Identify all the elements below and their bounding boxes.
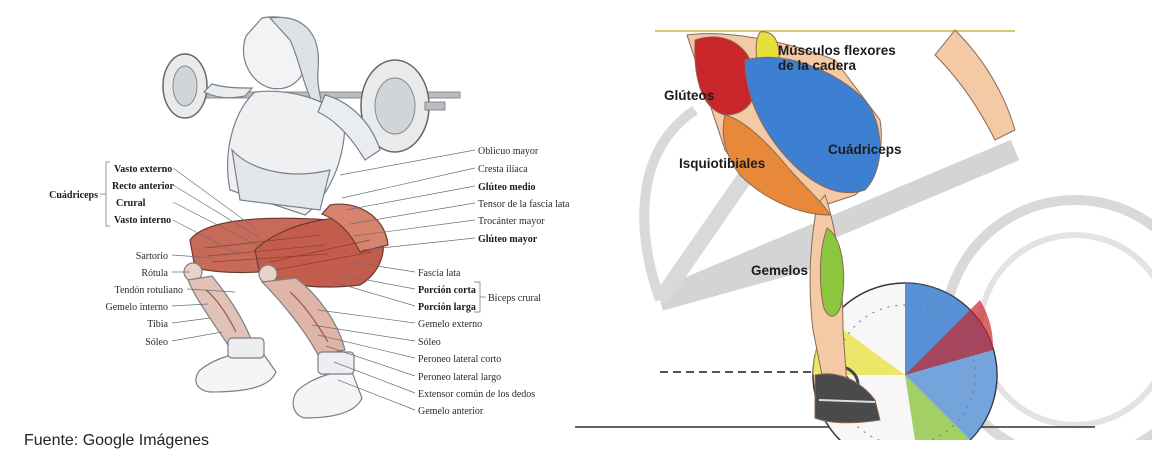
label-vasto-externo: Vasto externo [114, 164, 172, 175]
label-soleo-right: Sóleo [418, 337, 441, 348]
label-gluteo-mayor: Glúteo mayor [478, 234, 538, 245]
label-oblicuo-mayor: Oblicuo mayor [478, 146, 539, 157]
label-porcion-corta: Porción corta [418, 285, 476, 296]
source-caption: Fuente: Google Imágenes [24, 432, 210, 449]
label-rotula: Rótula [141, 268, 168, 279]
cyclist-leg [686, 29, 1016, 424]
label-flexores-line2: de la cadera [778, 58, 857, 73]
label-fascia-lata: Fascia lata [418, 268, 461, 279]
label-cuadriceps-group: Cuádriceps [49, 190, 98, 201]
barbell [162, 53, 461, 153]
leader-lines [100, 149, 486, 411]
label-peroneo-lateral-largo: Peroneo lateral largo [418, 372, 501, 383]
label-porcion-larga: Porción larga [418, 302, 476, 313]
label-peroneo-lateral-corto: Peroneo lateral corto [418, 354, 501, 365]
label-trocanter-mayor: Trocánter mayor [478, 216, 545, 227]
label-recto-anterior: Recto anterior [112, 181, 174, 192]
label-gluteos: Glúteos [664, 88, 714, 103]
label-tensor-fascia-lata: Tensor de la fascia lata [478, 199, 570, 210]
label-cuadriceps: Cuádriceps [828, 142, 902, 157]
label-sartorio: Sartorio [136, 251, 168, 262]
label-crural: Crural [116, 198, 146, 209]
cycling-muscles-diagram: Músculos flexores de la cadera Glúteos I… [575, 29, 1152, 440]
label-gemelo-externo: Gemelo externo [418, 319, 482, 330]
label-soleo-left: Sóleo [145, 337, 168, 348]
athlete-figure [183, 16, 389, 419]
label-biceps-crural: Bíceps crural [488, 293, 541, 304]
label-tendon-rotuliano: Tendón rotuliano [115, 285, 183, 296]
label-tibia: Tibia [147, 319, 168, 330]
squat-anatomy-diagram: Cuádriceps Vasto externo Recto anterior … [49, 16, 570, 419]
label-extensor-comun-dedos: Extensor común de los dedos [418, 389, 535, 400]
label-cresta-iliaca: Cresta ilíaca [478, 164, 528, 175]
label-vasto-interno: Vasto interno [114, 215, 171, 226]
label-gemelos: Gemelos [751, 263, 808, 278]
label-gemelo-anterior: Gemelo anterior [418, 406, 484, 417]
label-isquiotibiales: Isquiotibiales [679, 156, 765, 171]
label-flexores-line1: Músculos flexores [778, 43, 896, 58]
label-gemelo-interno: Gemelo interno [106, 302, 168, 313]
label-gluteo-medio: Glúteo medio [478, 182, 536, 193]
